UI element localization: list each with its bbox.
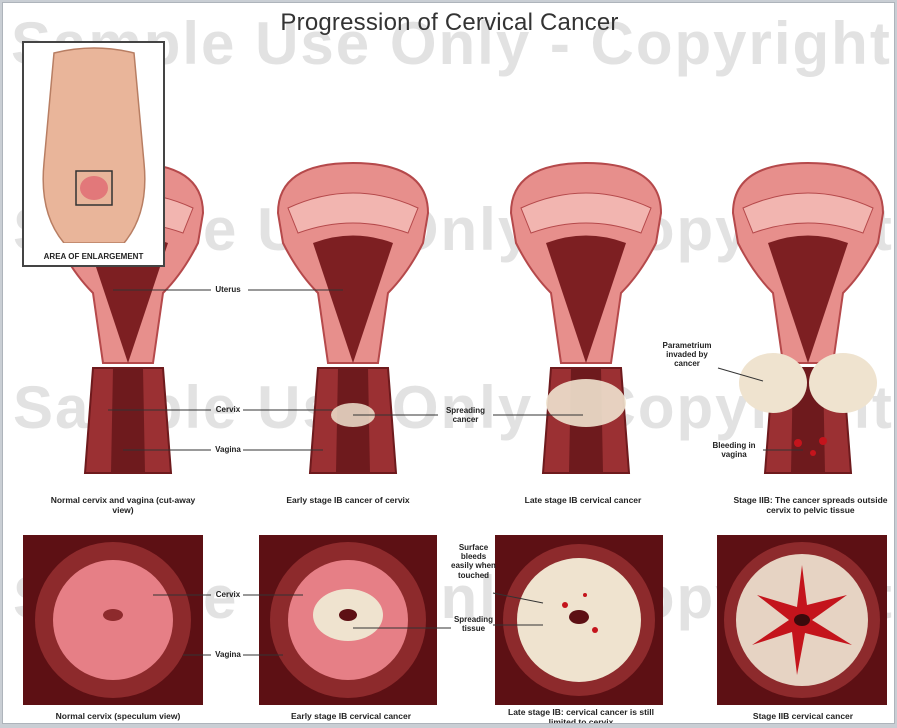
caption-bottom-4: Stage IIB cervical cancer: [723, 711, 883, 721]
caption-bottom-1: Normal cervix (speculum view): [33, 711, 203, 721]
label-cervix-bottom: Cervix: [208, 590, 248, 599]
leader-lines-bottom: [3, 3, 895, 724]
caption-bottom-2: Early stage IB cervical cancer: [261, 711, 441, 721]
label-spreading-tissue: Spreading tissue: [451, 615, 496, 633]
caption-bottom-3: Late stage IB: cervical cancer is still …: [495, 707, 667, 724]
label-vagina-bottom: Vagina: [208, 650, 248, 659]
label-surface-bleeds: Surface bleeds easily when touched: [451, 543, 496, 580]
